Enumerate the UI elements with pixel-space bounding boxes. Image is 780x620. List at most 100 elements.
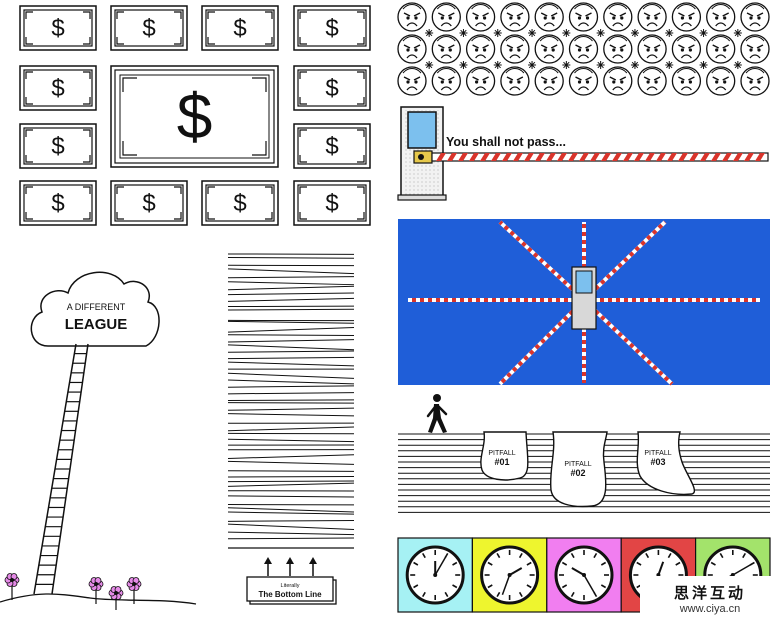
dollar-sign: $ <box>233 190 246 217</box>
clock-tile <box>546 537 622 613</box>
spark-icon <box>733 61 742 69</box>
angry-face-icon <box>465 66 496 96</box>
money-bill: $ <box>201 180 279 226</box>
angry-face-icon <box>568 34 599 64</box>
cloud-shape <box>30 271 160 347</box>
bottom-line-big: The Bottom Line <box>258 590 322 599</box>
stacked-lines <box>227 253 355 540</box>
pitfall-3-label: PITFALL <box>644 450 671 457</box>
bottom-line-scene: Literally The Bottom Line <box>227 253 355 605</box>
angry-face-icon <box>671 34 702 64</box>
spark-icon <box>596 61 605 69</box>
money-bills-grid: $ $ $ $ $ $ $ $ $ $ $ $ $ <box>19 5 371 226</box>
angry-face-icon <box>397 34 427 64</box>
pitfall-1-label: PITFALL <box>488 450 515 457</box>
watermark-url: www.ciya.cn <box>679 602 741 615</box>
money-bill: $ <box>293 180 371 226</box>
angry-face-icon <box>603 34 633 64</box>
bottom-line-small: Literally <box>281 583 300 589</box>
angry-face-icon <box>431 2 461 32</box>
angry-face-icon <box>740 2 770 32</box>
angry-face-icon <box>706 66 736 96</box>
spark-icon <box>699 29 708 37</box>
blocked-crossroads-map <box>398 219 770 386</box>
angry-face-icon <box>397 2 427 32</box>
walking-person-icon <box>426 394 448 433</box>
pitfall-hole-2 <box>549 431 608 508</box>
spark-icon <box>493 61 502 69</box>
spark-icon <box>630 29 639 37</box>
angry-face-icon <box>706 34 736 64</box>
angry-face-icon <box>603 66 633 96</box>
dollar-sign: $ <box>51 75 64 102</box>
flowers <box>4 573 142 610</box>
angry-face-icon <box>740 66 770 96</box>
watermark: 思洋互动 www.ciya.cn <box>640 576 780 620</box>
angry-face-icon <box>637 66 667 96</box>
money-bill: $ <box>293 65 371 111</box>
flower-icon <box>126 577 142 604</box>
pitfalls-scene: PITFALL #01 PITFALL #02 PITFALL #03 <box>398 394 770 513</box>
spark-icon <box>493 29 502 37</box>
spark-icon <box>459 29 468 37</box>
angry-face-icon <box>465 34 496 64</box>
flower-icon <box>108 586 124 610</box>
angry-face-icon <box>740 34 770 64</box>
spark-icon <box>562 29 571 37</box>
spark-icon <box>733 29 742 37</box>
angry-face-icon <box>603 2 633 32</box>
angry-face-icon <box>534 2 564 32</box>
toll-barrier: You shall not pass... <box>397 106 769 201</box>
barrier-caption: You shall not pass... <box>446 135 566 149</box>
pitfall-2-number: #02 <box>570 468 585 478</box>
clock-icon <box>405 545 465 605</box>
money-bill: $ <box>19 65 97 111</box>
angry-face-icon <box>671 66 702 96</box>
clock-icon <box>480 545 540 605</box>
spark-icon <box>665 61 674 69</box>
clock-tile <box>471 537 548 613</box>
clock-icon <box>554 545 614 605</box>
spark-icon <box>425 29 434 37</box>
dollar-sign: $ <box>325 75 338 102</box>
pitfall-2-label: PITFALL <box>564 461 591 468</box>
ladder <box>33 343 89 595</box>
money-bill: $ <box>110 5 188 51</box>
money-bill: $ <box>110 65 279 168</box>
angry-face-icon <box>637 34 667 64</box>
money-bill: $ <box>293 123 371 169</box>
watermark-chinese: 思洋互动 <box>673 583 746 602</box>
spark-icon <box>425 61 434 69</box>
money-bill: $ <box>201 5 279 51</box>
angry-faces-grid <box>397 2 770 96</box>
spark-icon <box>630 61 639 69</box>
clock-tile <box>397 537 474 613</box>
angry-face-icon <box>500 2 530 32</box>
flower-icon <box>88 577 104 604</box>
dollar-sign: $ <box>51 15 64 42</box>
spark-icon <box>528 61 537 69</box>
different-league-scene: A DIFFERENT LEAGUE <box>0 271 197 610</box>
flower-icon <box>4 573 20 600</box>
pitfall-1-number: #01 <box>494 457 509 467</box>
spark-icon <box>562 61 571 69</box>
spark-icon <box>459 61 468 69</box>
angry-face-icon <box>465 2 496 32</box>
angry-face-icon <box>500 66 530 96</box>
angry-face-icon <box>706 2 736 32</box>
money-bill: $ <box>293 5 371 51</box>
barrier-rays <box>408 220 760 386</box>
ground-hill <box>0 593 197 605</box>
spark-icon <box>699 61 708 69</box>
angry-face-icon <box>568 2 599 32</box>
up-arrows <box>264 557 317 576</box>
money-bill: $ <box>19 180 97 226</box>
money-bill: $ <box>110 180 188 226</box>
spark-icon <box>665 29 674 37</box>
money-bill: $ <box>19 123 97 169</box>
cloud-line2: LEAGUE <box>65 316 128 333</box>
angry-face-icon <box>431 66 461 96</box>
angry-face-icon <box>500 34 530 64</box>
angry-face-icon <box>568 66 599 96</box>
